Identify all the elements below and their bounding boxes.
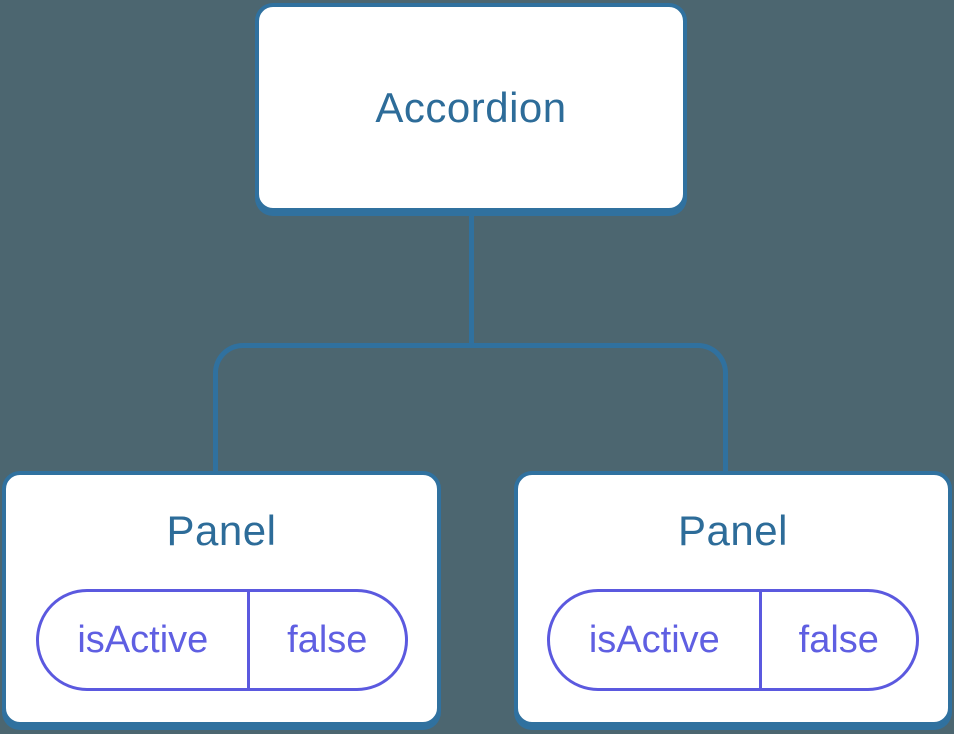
state-pill: isActive false	[547, 589, 919, 691]
pill-divider	[758, 592, 762, 688]
panel-node-label: Panel	[166, 507, 277, 554]
state-name: isActive	[77, 618, 209, 661]
accordion-node-label: Accordion	[375, 83, 567, 131]
state-value: false	[287, 618, 368, 661]
state-value: false	[798, 618, 879, 661]
panel-node-left: Panel isActive false	[2, 471, 441, 726]
state-name: isActive	[588, 618, 720, 661]
connector-bracket	[213, 343, 728, 471]
state-pill: isActive false	[35, 589, 408, 691]
panel-node-label: Panel	[678, 507, 788, 554]
pill-divider	[247, 592, 251, 688]
connector-stem	[469, 213, 474, 346]
panel-node-right: Panel isActive false	[514, 471, 952, 726]
accordion-node: Accordion	[255, 3, 687, 212]
